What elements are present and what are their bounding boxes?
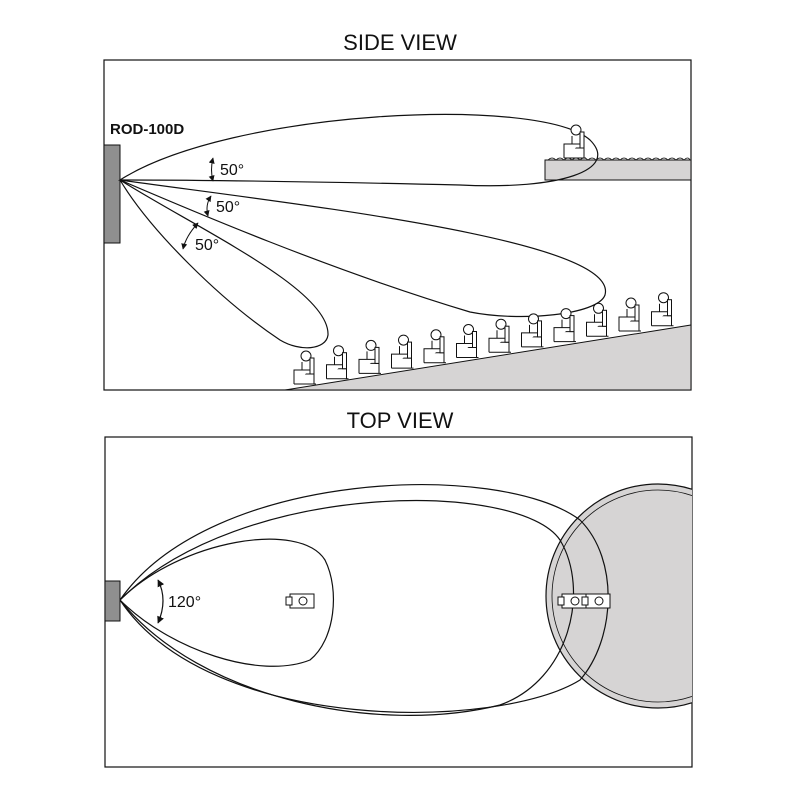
coverage-circle-inner bbox=[551, 489, 692, 703]
seated-audience bbox=[293, 124, 674, 385]
seated-person bbox=[553, 308, 576, 343]
top-view-title: TOP VIEW bbox=[346, 408, 454, 433]
side-view-title: SIDE VIEW bbox=[343, 30, 457, 55]
coverage-circle bbox=[545, 483, 692, 709]
device-label: ROD-100D bbox=[110, 121, 184, 138]
seated-person bbox=[358, 339, 381, 374]
seated-person bbox=[521, 313, 544, 348]
detection-lobe-middle bbox=[119, 179, 606, 318]
device-top-icon bbox=[104, 580, 121, 622]
seated-person bbox=[651, 292, 674, 327]
angle-arc-middle bbox=[203, 195, 212, 217]
angle-label-middle: 50° bbox=[216, 199, 240, 216]
seated-person bbox=[293, 350, 316, 385]
angle-label-top: 120° bbox=[168, 594, 201, 611]
side-view-panel: ROD-100D 50° 50° 50° bbox=[103, 59, 692, 391]
seated-person bbox=[391, 334, 414, 369]
coverage-lobe-inner bbox=[119, 538, 335, 667]
detection-lobe-lower bbox=[119, 179, 329, 349]
stage-platform bbox=[544, 159, 692, 181]
angle-arc-top bbox=[157, 579, 165, 624]
seated-person bbox=[488, 318, 511, 353]
seated-person bbox=[326, 345, 349, 380]
person-top-far-2 bbox=[581, 593, 611, 609]
seated-person bbox=[618, 297, 641, 332]
stage-person bbox=[563, 124, 586, 159]
side-view-frame bbox=[103, 59, 692, 391]
seated-person bbox=[456, 324, 479, 358]
person-top-near bbox=[285, 593, 315, 609]
coverage-lobe-outer-inner bbox=[119, 500, 574, 716]
stage-edge bbox=[547, 157, 691, 161]
angle-arc-lower bbox=[181, 222, 199, 250]
seated-person bbox=[586, 302, 609, 337]
angle-arc-upper bbox=[208, 157, 215, 182]
angle-label-lower: 50° bbox=[195, 237, 219, 254]
seated-person bbox=[423, 329, 446, 364]
detection-lobe-upper bbox=[117, 113, 599, 187]
device-side-icon bbox=[103, 144, 121, 244]
top-view-panel: 120° bbox=[104, 436, 693, 768]
audience-floor bbox=[284, 324, 692, 391]
angle-label-upper: 50° bbox=[220, 162, 244, 179]
